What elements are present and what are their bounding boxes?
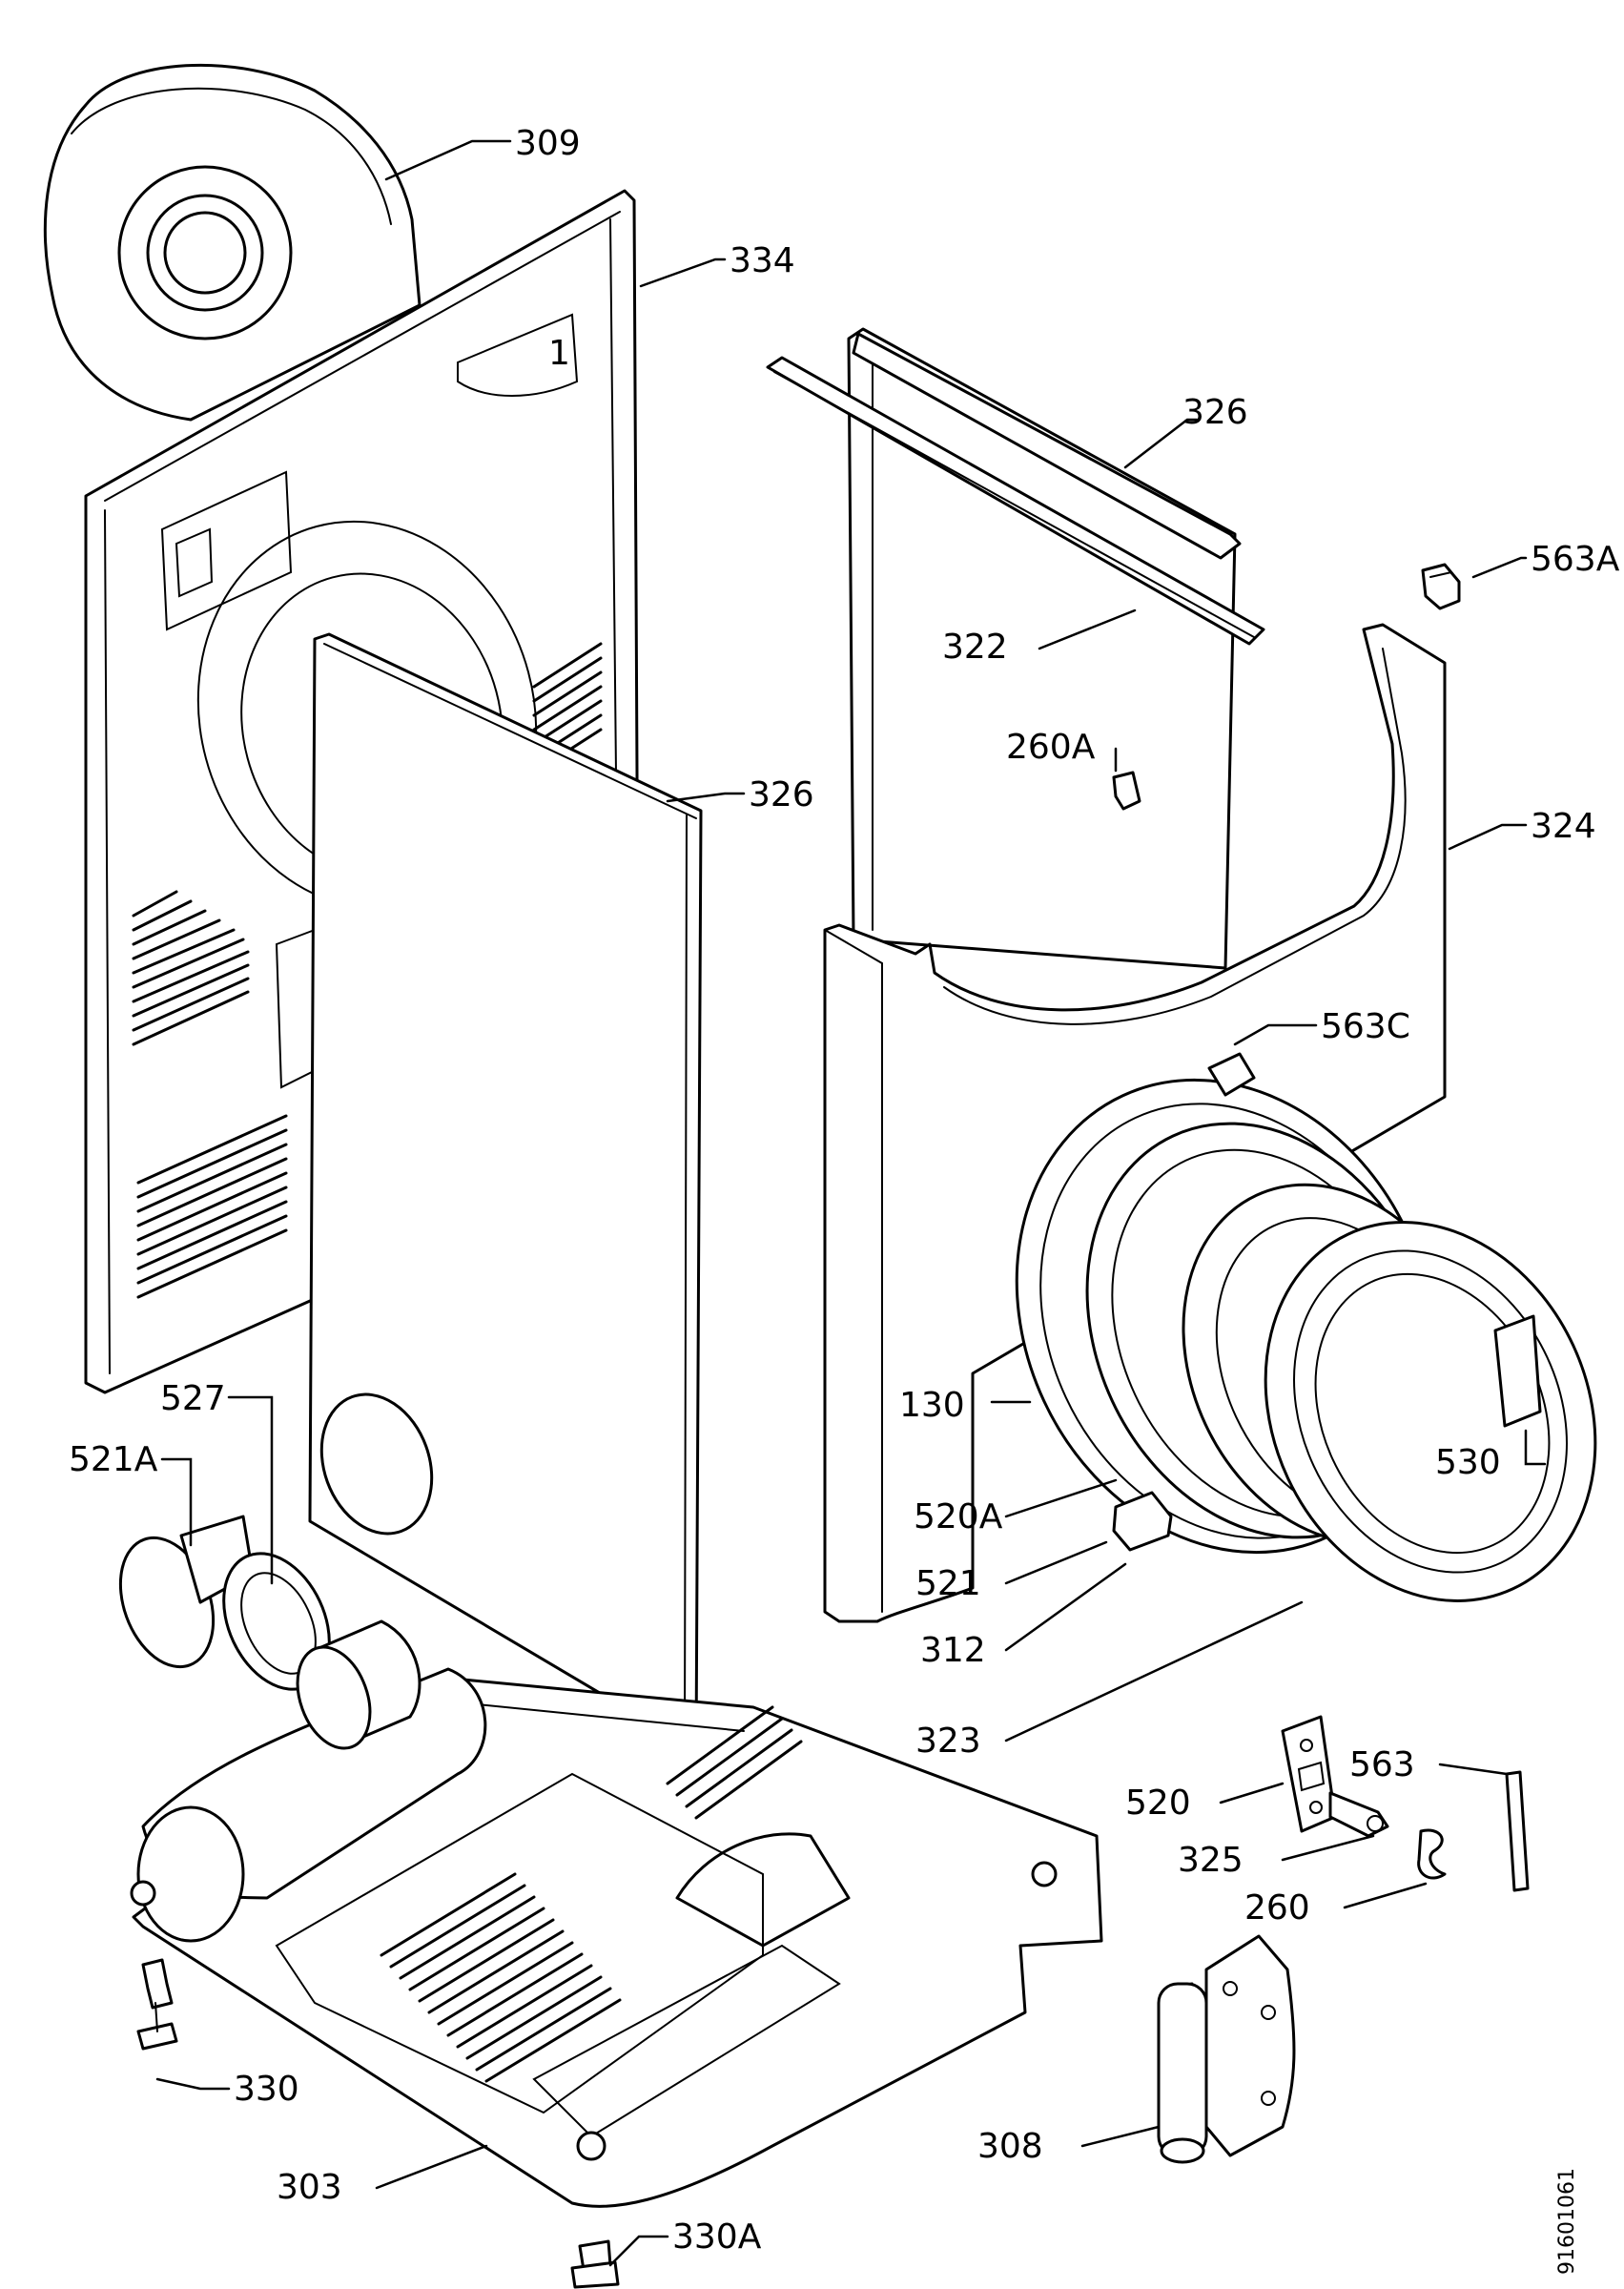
label-326-side: 326 bbox=[749, 775, 814, 815]
part-330-foot bbox=[136, 1958, 178, 2051]
part-521-door-catch bbox=[1112, 1491, 1173, 1552]
label-330a: 330A bbox=[672, 2217, 762, 2257]
part-563c-clip bbox=[1207, 1052, 1256, 1097]
part-260a-clip bbox=[1112, 771, 1141, 811]
rear-panel-vents bbox=[132, 642, 603, 1299]
label-326-top: 326 bbox=[1182, 393, 1248, 432]
part-309-rear-plate bbox=[43, 63, 421, 422]
label-322: 322 bbox=[942, 628, 1008, 667]
leader-lines bbox=[155, 139, 1547, 2267]
label-563: 563 bbox=[1349, 1745, 1415, 1784]
part-308-hinge bbox=[1157, 1934, 1296, 2164]
part-563-pin bbox=[1505, 1770, 1530, 1892]
part-325-hinge-arm bbox=[1328, 1791, 1389, 1838]
label-130: 130 bbox=[899, 1386, 965, 1425]
label-563a: 563A bbox=[1531, 540, 1620, 579]
part-labels: 309 334 326 563A 322 260A 326 324 563C 5… bbox=[69, 124, 1620, 2275]
label-520: 520 bbox=[1125, 1784, 1191, 1823]
label-563c: 563C bbox=[1321, 1007, 1410, 1046]
label-521a: 521A bbox=[69, 1440, 158, 1479]
document-id: 91601061 bbox=[1555, 2168, 1579, 2275]
label-260: 260 bbox=[1244, 1888, 1310, 1928]
part-260-spring-clip bbox=[1417, 1828, 1447, 1880]
label-521: 521 bbox=[915, 1564, 981, 1603]
label-325: 325 bbox=[1178, 1841, 1244, 1880]
part-322-top-rail bbox=[766, 356, 1265, 646]
part-563a-clip bbox=[1421, 563, 1461, 610]
label-324: 324 bbox=[1531, 807, 1596, 846]
label-303: 303 bbox=[277, 2168, 342, 2207]
base-vents bbox=[380, 1705, 803, 2083]
svg-text:1: 1 bbox=[548, 334, 570, 373]
part-326-side-panel-left bbox=[308, 632, 703, 1752]
part-330a-foot bbox=[570, 2239, 620, 2289]
label-334: 334 bbox=[730, 241, 795, 280]
part-530-door bbox=[1264, 1221, 1597, 1602]
label-312: 312 bbox=[920, 1631, 986, 1670]
label-330: 330 bbox=[234, 2070, 299, 2109]
part-520-hinge-plate bbox=[1281, 1715, 1337, 1833]
label-527: 527 bbox=[160, 1379, 226, 1418]
label-308: 308 bbox=[977, 2127, 1043, 2166]
label-309: 309 bbox=[515, 124, 581, 163]
label-520a: 520A bbox=[914, 1497, 1003, 1536]
label-530: 530 bbox=[1435, 1443, 1501, 1482]
label-323: 323 bbox=[915, 1722, 981, 1761]
part-303-base bbox=[130, 1619, 1103, 2208]
label-260a: 260A bbox=[1006, 728, 1096, 767]
